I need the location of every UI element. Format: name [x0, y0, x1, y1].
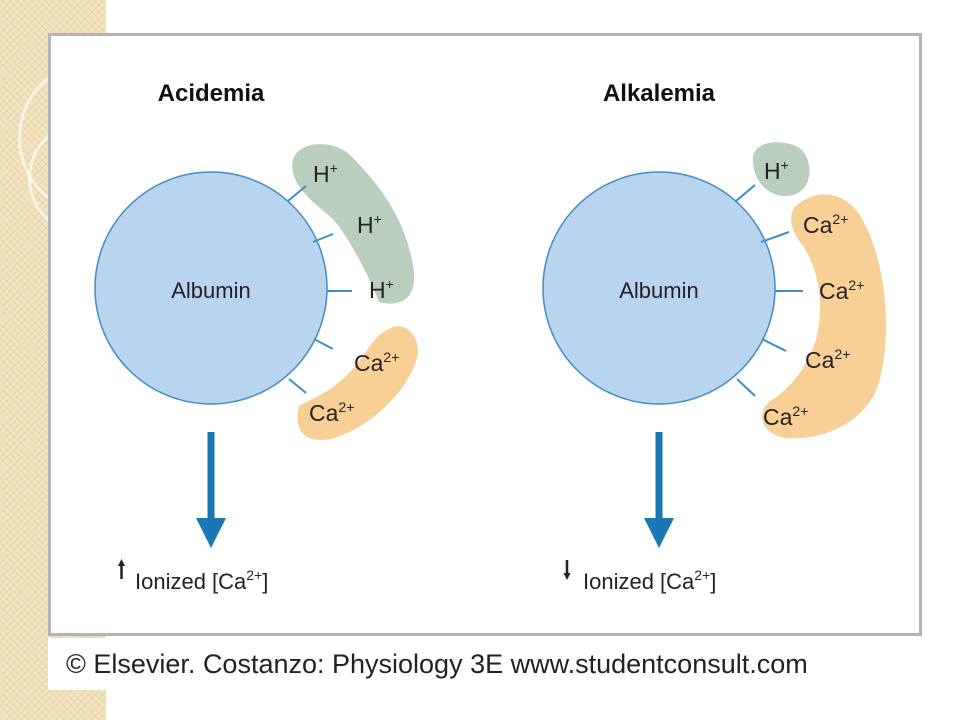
acidemia-result-label: Ionized [Ca2+]	[135, 567, 268, 594]
result-arrow-head	[196, 518, 226, 548]
albumin-calcium-diagram: Acidemia Albumin H+ H+ H+ Ca2+ Ca2+	[94, 80, 887, 594]
alkalemia-result-label: Ionized [Ca2+]	[583, 567, 716, 594]
binding-site-line	[312, 233, 334, 243]
acidemia-h-binding-region	[292, 144, 415, 304]
acidemia-panel: Acidemia Albumin H+ H+ H+ Ca2+ Ca2+	[94, 80, 419, 594]
ca-ion-label: Ca2+	[354, 349, 399, 376]
binding-site-line	[735, 184, 756, 202]
decrease-arrow-icon	[563, 573, 571, 580]
h-ion-label: H+	[369, 276, 394, 303]
result-arrow-head	[644, 518, 674, 548]
ca-ion-label: Ca2+	[309, 399, 354, 426]
ca-ion-label: Ca2+	[819, 277, 864, 304]
binding-site-line	[287, 185, 307, 202]
binding-site-line	[760, 231, 790, 243]
acidemia-albumin-molecule	[94, 171, 328, 405]
binding-site-line	[761, 338, 787, 352]
alkalemia-albumin-molecule	[542, 171, 776, 405]
h-ion-label: H+	[313, 160, 338, 187]
ca-ion-label: Ca2+	[763, 403, 808, 430]
figure-frame: Acidemia Albumin H+ H+ H+ Ca2+ Ca2+	[48, 33, 922, 636]
alkalemia-title: Alkalemia	[603, 80, 716, 107]
h-ion-label: H+	[764, 157, 789, 184]
alkalemia-h-binding-region	[752, 142, 810, 197]
alkalemia-albumin-label: Albumin	[619, 278, 698, 303]
binding-site-line	[288, 378, 307, 394]
acidemia-ca-binding-region	[297, 326, 419, 440]
binding-site-line	[736, 378, 756, 397]
alkalemia-panel: Alkalemia Albumin H+ Ca2+ Ca2+ Ca2+ Ca2+	[542, 80, 887, 594]
ca-ion-label: Ca2+	[803, 211, 848, 238]
h-ion-label: H+	[357, 211, 382, 238]
alkalemia-ca-binding-region	[762, 194, 887, 439]
acidemia-title: Acidemia	[158, 80, 265, 107]
ca-ion-label: Ca2+	[805, 346, 850, 373]
copyright-caption: © Elsevier. Costanzo: Physiology 3E www.…	[48, 638, 922, 690]
acidemia-albumin-label: Albumin	[171, 278, 250, 303]
binding-site-line	[313, 338, 334, 350]
increase-arrow-icon	[118, 559, 125, 566]
